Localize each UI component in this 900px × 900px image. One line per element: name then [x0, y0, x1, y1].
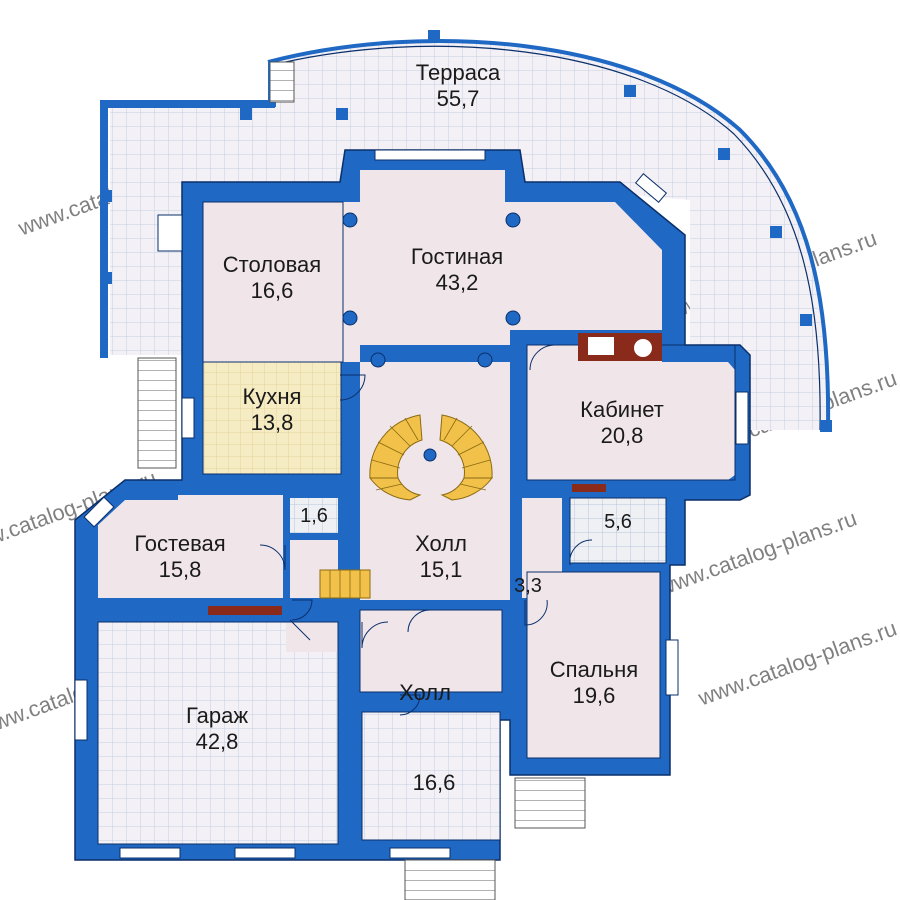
garage-label: Гараж 42,8 — [186, 703, 248, 754]
study-label: Кабинет 20,8 — [580, 397, 664, 448]
kitchen-label: Кухня 13,8 — [243, 384, 302, 435]
hall-floor — [360, 362, 510, 600]
terrace-label: Терраса 55,7 — [416, 60, 501, 111]
guest-room-label: Гостевая 15,8 — [134, 531, 225, 582]
dining-room-floor — [203, 202, 343, 362]
room-area: 13,8 — [251, 410, 294, 435]
living-room-floor — [343, 170, 662, 362]
column-icon — [342, 212, 521, 462]
column-icon — [100, 30, 832, 432]
room-name: Гостиная — [411, 244, 503, 269]
terrace-floor — [110, 40, 830, 430]
room-area: 20,8 — [601, 423, 644, 448]
bedroom-floor — [527, 572, 660, 758]
terrace-edge — [267, 39, 831, 431]
room-name: Холл — [415, 531, 467, 556]
living-room-label: Гостиная 43,2 — [411, 244, 503, 295]
room-area: 15,1 — [420, 557, 463, 582]
closet-area: 3,3 — [514, 575, 542, 597]
room-name: Кухня — [243, 384, 302, 409]
porch-area: 16,6 — [413, 770, 456, 795]
dining-room-label: Столовая 16,6 — [223, 252, 321, 303]
hall2-floor — [360, 610, 502, 692]
study-floor — [527, 345, 735, 480]
bath-area: 5,6 — [604, 511, 632, 533]
guest-room-floor — [98, 495, 283, 598]
room-area: 43,2 — [436, 270, 479, 295]
room-name: Терраса — [416, 60, 501, 85]
room-area: 19,6 — [573, 683, 616, 708]
room-area: 16,6 — [251, 278, 294, 303]
straight-stair-icon — [137, 357, 177, 469]
porch-floor — [362, 712, 500, 840]
door-swing-icon — [259, 344, 593, 716]
room-area: 42,8 — [196, 729, 239, 754]
room-name: Столовая — [223, 252, 321, 277]
room-name: Гостевая — [134, 531, 225, 556]
room-name: Гараж — [186, 703, 248, 728]
watermark-text: www.catalog-plans.ru — [694, 615, 900, 710]
wc-floor — [290, 498, 338, 533]
straight-stair-icon — [319, 569, 371, 599]
garage-floor — [98, 622, 338, 844]
room-area: 15,8 — [159, 557, 202, 582]
bedroom-label: Спальня 19,6 — [550, 657, 638, 708]
hall-label: Холл 15,1 — [415, 531, 467, 582]
bath-floor — [570, 498, 666, 563]
room-area: 55,7 — [437, 86, 480, 111]
windows — [74, 149, 749, 859]
kitchen-floor — [203, 362, 341, 474]
wc-area: 1,6 — [300, 505, 328, 527]
spiral-staircase-icon — [369, 414, 493, 501]
room-name: Кабинет — [580, 397, 664, 422]
hall2-name: Холл — [399, 680, 451, 705]
room-name: Спальня — [550, 657, 638, 682]
